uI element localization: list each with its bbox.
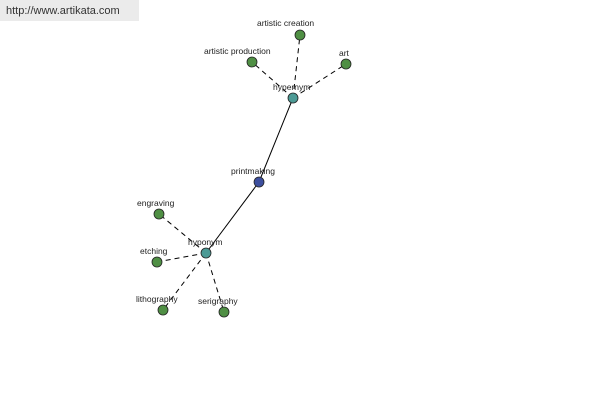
label-engraving[interactable]: engraving (137, 198, 175, 208)
edge-center-hyponym (205, 181, 260, 254)
node-art[interactable] (340, 58, 352, 70)
node-engraving[interactable] (153, 208, 165, 220)
label-etching[interactable]: etching (140, 246, 168, 256)
label-serigraphy[interactable]: serigraphy (198, 296, 238, 306)
label-lithography[interactable]: lithography (136, 294, 178, 304)
url-banner: http://www.artikata.com (0, 0, 139, 21)
label-art[interactable]: art (339, 48, 350, 58)
edge-hyponym-engraving (158, 213, 207, 254)
edge-hyponym-lithography (162, 252, 207, 311)
edge-center-hypernym (258, 97, 294, 183)
node-hypernym[interactable] (287, 92, 299, 104)
label-hypernym[interactable]: hypernym (273, 82, 310, 92)
edge-hypernym-artistic-production (251, 61, 294, 99)
edge-hypernym-artistic-creation (292, 34, 301, 99)
node-serigraphy[interactable] (218, 306, 230, 318)
edge-hyponym-serigraphy (205, 252, 225, 313)
node-artistic-production[interactable] (246, 56, 258, 68)
site-url[interactable]: http://www.artikata.com (6, 5, 120, 17)
node-center[interactable] (253, 176, 265, 188)
node-artistic-creation[interactable] (294, 29, 306, 41)
node-etching[interactable] (151, 256, 163, 268)
label-artistic-production[interactable]: artistic production (204, 46, 271, 56)
node-hyponym[interactable] (200, 247, 212, 259)
label-center[interactable]: printmaking (231, 166, 275, 176)
edge-hypernym-art (292, 63, 347, 99)
label-hyponym[interactable]: hyponym (188, 237, 223, 247)
label-artistic-creation[interactable]: artistic creation (257, 18, 314, 28)
node-lithography[interactable] (157, 304, 169, 316)
